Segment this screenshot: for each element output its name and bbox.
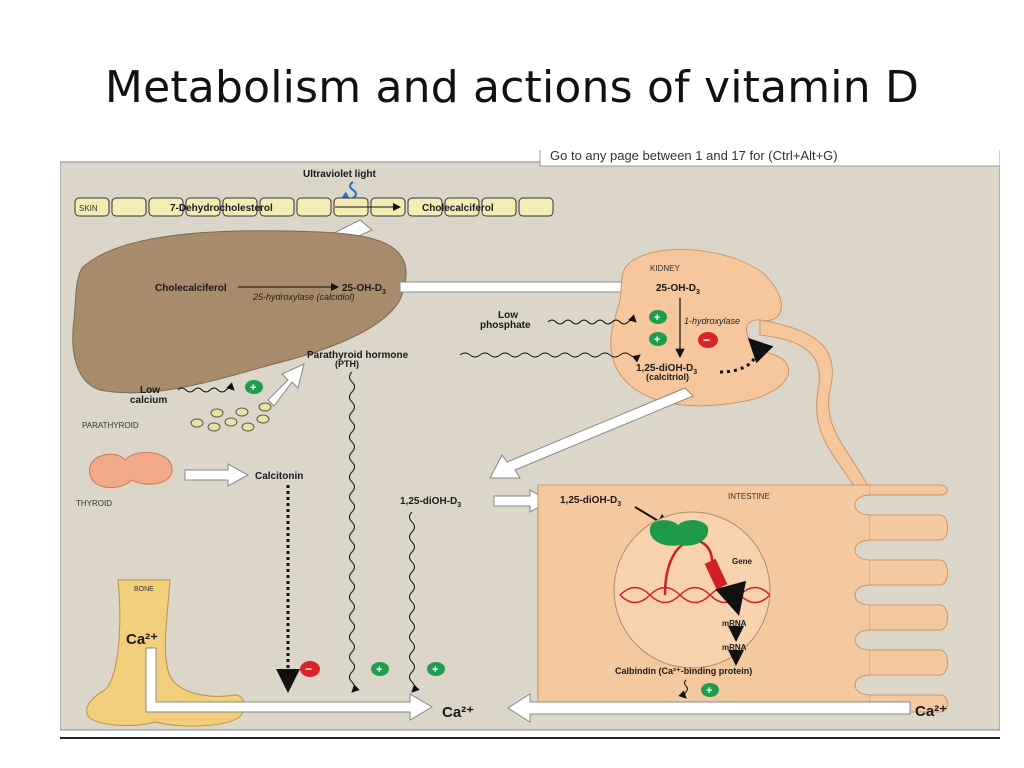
uv-light-label: Ultraviolet light bbox=[303, 169, 376, 180]
intestine-label: INTESTINE bbox=[728, 492, 770, 501]
pth-to-blood-wave bbox=[349, 371, 360, 693]
calbindin-label: Calbindin (Ca²⁺-binding protein) bbox=[615, 666, 752, 676]
thyroid bbox=[89, 451, 173, 489]
tooltip-text: Go to any page between 1 and 17 for (Ctr… bbox=[550, 150, 838, 163]
calcitriol-kidney-label: 1,25-diOH-D3 bbox=[636, 363, 697, 376]
calcitriol-name-label: (calcitriol) bbox=[646, 372, 689, 382]
pth-plus-badge: + bbox=[649, 332, 667, 346]
parathyroid-to-pth-arrow bbox=[267, 363, 305, 407]
pth-label: Parathyroid hormone bbox=[307, 350, 409, 361]
calcitriol-plus-blood-badge: + bbox=[427, 662, 445, 676]
kidney-to-intestine-arrow bbox=[489, 387, 694, 479]
calcitriol-minus-badge: − bbox=[698, 332, 718, 348]
dehydrocholesterol-label: 7-Dehydrocholesterol bbox=[170, 203, 273, 214]
parathyroid-glands bbox=[190, 402, 272, 432]
low-calcium-plus-badge: + bbox=[245, 380, 263, 394]
kidney bbox=[610, 249, 790, 407]
hydroxylase-1-label: 1-hydroxylase bbox=[684, 316, 740, 326]
goto-page-tooltip: Go to any page between 1 and 17 for (Ctr… bbox=[539, 150, 1000, 167]
gene-to-mrna-arrow bbox=[715, 580, 747, 616]
skin-layer bbox=[74, 197, 554, 217]
calcitriol-mid-label: 1,25-diOH-D3 bbox=[400, 496, 461, 509]
blood-calcium-label: Ca²⁺ bbox=[442, 704, 474, 721]
low-phosphate-wave bbox=[547, 314, 637, 325]
mrna-cytoplasm-label: mRNA bbox=[722, 643, 747, 652]
calcitriol-intestine-label: 1,25-diOH-D3 bbox=[560, 495, 621, 508]
parathyroid-label: PARATHYROID bbox=[82, 421, 139, 430]
vitamin-d-diagram: Go to any page between 1 and 17 for (Ctr… bbox=[60, 150, 1000, 739]
calcitonin-minus-badge: − bbox=[300, 661, 320, 677]
low-calcium-wave bbox=[177, 382, 235, 393]
pth-to-kidney-wave bbox=[459, 352, 641, 363]
svg-text:−: − bbox=[305, 662, 312, 676]
mrna-nucleus-label: mRNA bbox=[722, 619, 747, 628]
bone-label: BONE bbox=[134, 586, 154, 593]
thyroid-to-calcitonin-arrow bbox=[184, 463, 250, 487]
intestine-villi bbox=[870, 484, 948, 713]
svg-text:+: + bbox=[654, 334, 660, 346]
kidney-label: KIDNEY bbox=[650, 264, 680, 273]
svg-text:+: + bbox=[432, 664, 438, 676]
calbindin-wave bbox=[678, 679, 688, 699]
bone-calcium-label: Ca²⁺ bbox=[126, 631, 158, 648]
calcitonin-label: Calcitonin bbox=[255, 471, 303, 482]
liver bbox=[72, 230, 407, 394]
pth-plus-blood-badge: + bbox=[371, 662, 389, 676]
skin-cholecalciferol-label: Cholecalciferol bbox=[422, 203, 494, 214]
vitamin-d-receptor bbox=[649, 520, 709, 546]
bone bbox=[86, 579, 245, 727]
svg-text:+: + bbox=[706, 685, 712, 697]
thyroid-label: THYROID bbox=[76, 499, 112, 508]
bone-to-blood-arrow bbox=[145, 647, 433, 721]
phosphate-plus-badge: + bbox=[649, 310, 667, 324]
intestine-to-blood-arrow bbox=[507, 693, 911, 723]
slide-title: Metabolism and actions of vitamin D bbox=[104, 62, 920, 113]
calcitriol-feedback-arrow bbox=[719, 337, 774, 374]
svg-text:−: − bbox=[703, 333, 710, 347]
calbindin-plus-badge: + bbox=[701, 683, 719, 697]
gene-label: Gene bbox=[732, 557, 753, 566]
liver-cholecalciferol-label: Cholecalciferol bbox=[155, 283, 227, 294]
intestine-calcium-label: Ca²⁺ bbox=[915, 703, 947, 720]
svg-text:+: + bbox=[250, 382, 256, 394]
kidney-25-oh-d3-label: 25-OH-D3 bbox=[656, 283, 700, 296]
liver-25-oh-d3-label: 25-OH-D3 bbox=[342, 283, 386, 296]
hydroxylase-25-label: 25-hydroxylase (calcidiol) bbox=[252, 292, 355, 302]
svg-text:+: + bbox=[376, 664, 382, 676]
pth-abbrev-label: (PTH) bbox=[335, 359, 359, 369]
skin-label: SKIN bbox=[79, 204, 98, 213]
svg-text:+: + bbox=[654, 312, 660, 324]
calcitriol-to-blood-wave bbox=[409, 511, 420, 693]
